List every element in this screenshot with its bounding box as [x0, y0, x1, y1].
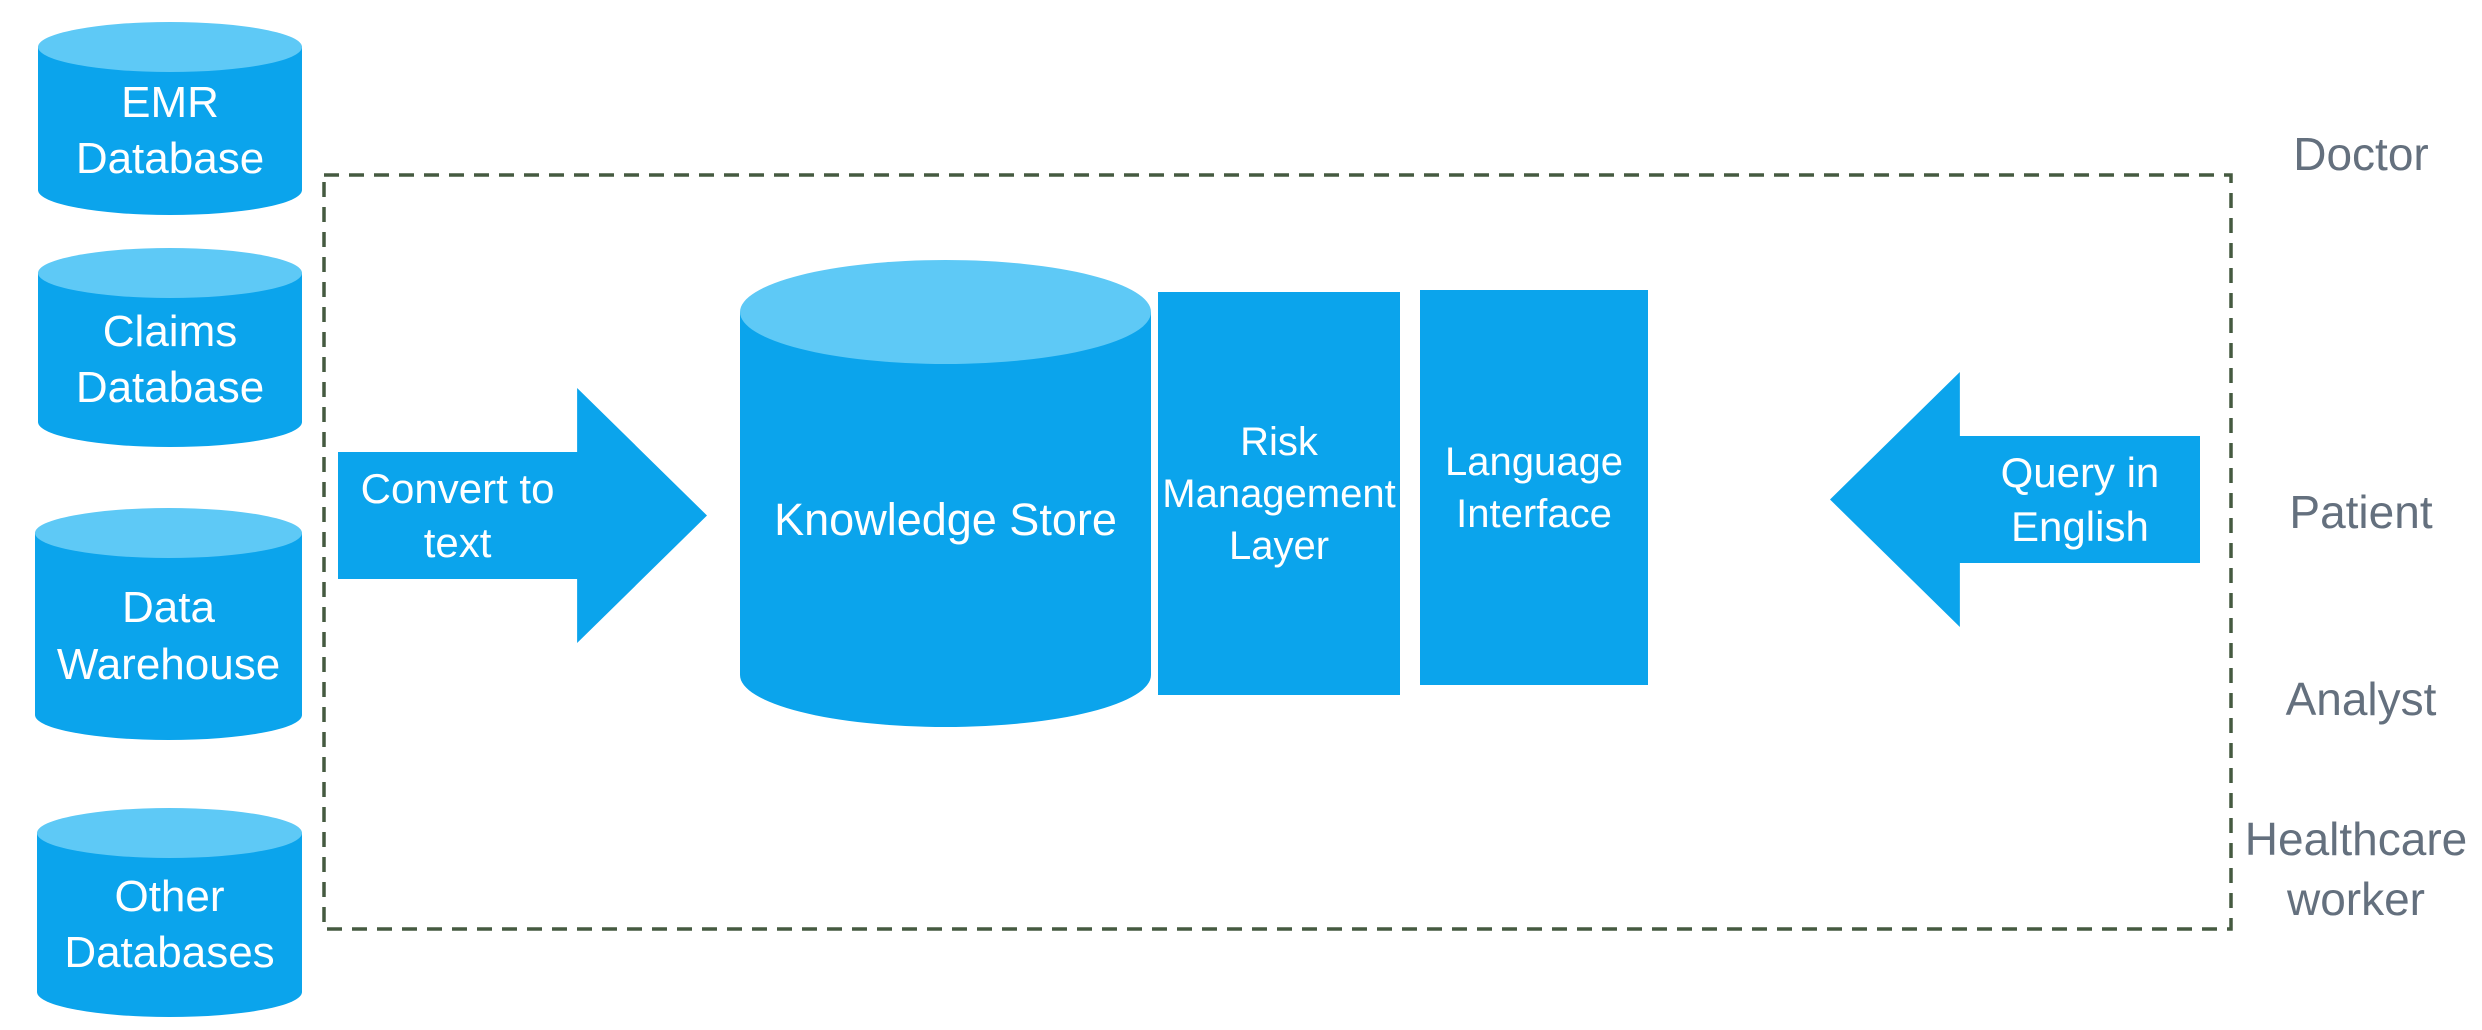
risk-management-layer-box: Risk Management Layer: [1158, 292, 1400, 695]
arrow-label: Query in English: [2000, 448, 2160, 550]
cylinder-data-warehouse: Data Warehouse: [35, 508, 302, 740]
actor-label-analyst: Analyst: [2285, 673, 2437, 726]
system-boundary-stroke: [322, 173, 2233, 931]
cylinder-top: [35, 508, 302, 558]
cylinder-claims-database: Claims Database: [38, 248, 302, 447]
actor-label-healthcare-worker: Healthcare worker: [2244, 813, 2468, 925]
cylinder-label: Knowledge Store: [774, 493, 1117, 545]
cylinder-other-databases: Other Databases: [37, 808, 302, 1017]
actor-label-patient: Patient: [2289, 486, 2433, 539]
language-interface-box: Language Interface: [1420, 290, 1648, 685]
convert-to-text-arrow: Convert to text: [338, 388, 707, 643]
actor-label-doctor: Doctor: [2293, 128, 2429, 181]
cylinder-body: [740, 312, 1151, 727]
arrow-label: Convert to text: [360, 464, 555, 566]
cylinder-top: [38, 22, 302, 72]
cylinder-label: Other Databases: [64, 871, 275, 977]
cylinder-top: [38, 248, 302, 298]
cylinder-top: [37, 808, 302, 858]
system-boundary-box: [322, 173, 2233, 931]
cylinder-body: [37, 833, 302, 1017]
cylinder-label: Claims Database: [75, 306, 265, 412]
cylinder-label: Data Warehouse: [56, 583, 281, 689]
cylinder-emr-database: EMR Database: [38, 22, 302, 215]
query-in-english-arrow: Query in English: [1830, 372, 2200, 627]
cylinder-label: EMR Database: [75, 77, 265, 183]
cylinder-body: [38, 47, 302, 215]
cylinder-body: [35, 533, 302, 740]
knowledge-store-cylinder: Knowledge Store: [740, 260, 1151, 727]
cylinder-top: [740, 260, 1151, 364]
cylinder-body: [38, 273, 302, 447]
